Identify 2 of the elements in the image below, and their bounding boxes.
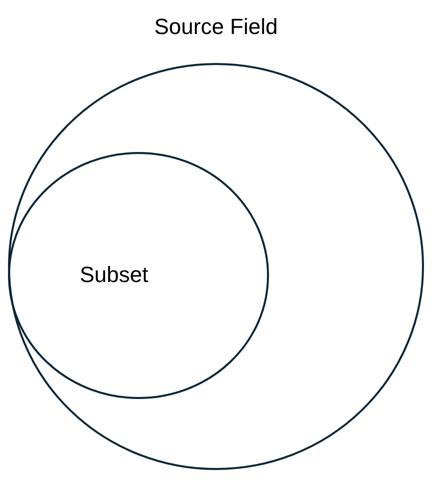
heading-text: Source Field <box>154 14 278 40</box>
circle-label: Subset <box>80 262 148 288</box>
